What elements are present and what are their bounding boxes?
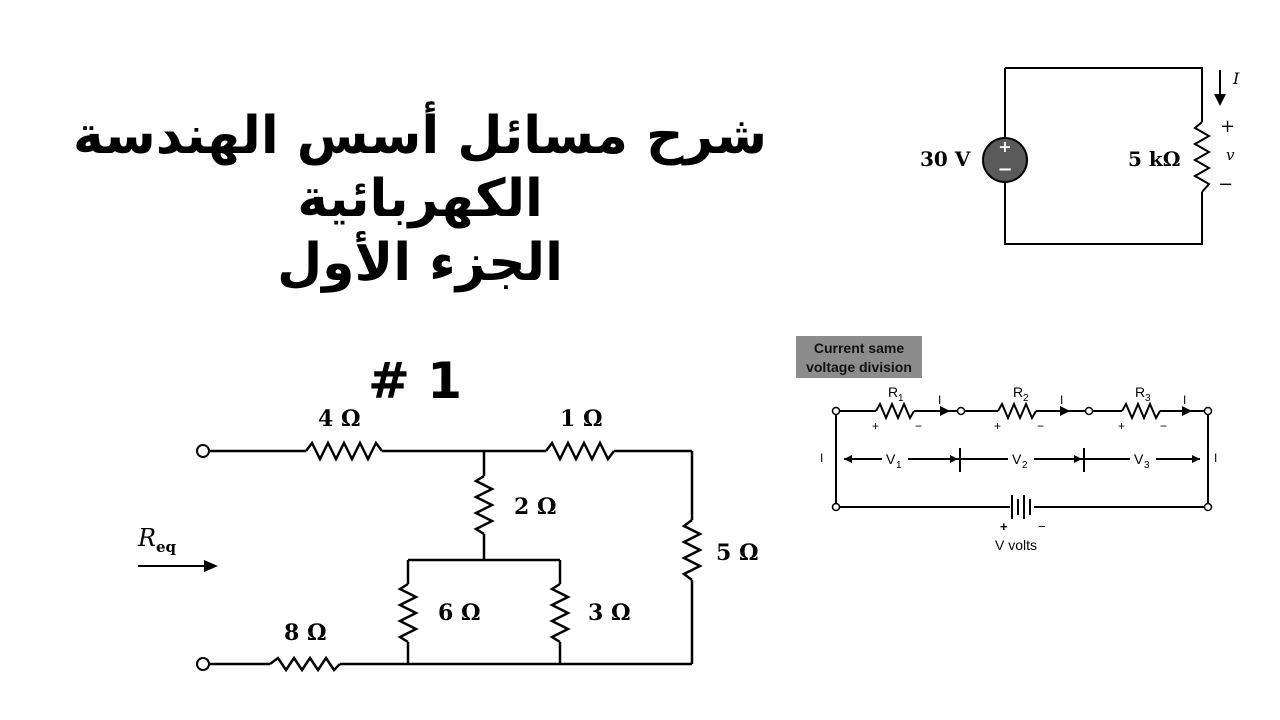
series-labels: R 1 R 2 R 3 I I I I I + − + − + − — [820, 384, 1217, 465]
terminal-top — [196, 444, 210, 458]
r1-minus: − — [915, 419, 922, 433]
req-label: R — [137, 524, 156, 552]
current-label-left: I — [820, 451, 823, 465]
r3-sub: 3 — [1145, 393, 1151, 404]
resistor-3 — [549, 582, 571, 644]
v3-label: V — [1134, 451, 1144, 467]
series-arrows — [844, 406, 1200, 463]
r3-label: R — [1135, 384, 1145, 400]
source-label: 30 V — [920, 147, 971, 171]
simple-resistor — [1192, 121, 1212, 193]
voltage-labels: V 1 V 2 V 3 — [882, 451, 1156, 471]
series-nodes — [831, 406, 1213, 512]
req-indicator: R eq — [137, 524, 218, 572]
current-label: I — [1232, 69, 1240, 88]
r1-label: R — [888, 384, 898, 400]
req-sub: eq — [156, 538, 177, 556]
v-minus: − — [1218, 174, 1233, 195]
part-number: # 1 — [368, 352, 463, 410]
r3-minus: − — [1160, 419, 1167, 433]
v2-label: V — [1012, 451, 1022, 467]
resistor-4 — [305, 440, 383, 462]
label-1-ohm: 1 Ω — [560, 406, 603, 432]
series-caption: Current same voltage division — [796, 336, 922, 378]
resistor-6 — [397, 582, 419, 644]
v2-sub: 2 — [1022, 460, 1028, 471]
r1-sub: 1 — [898, 393, 904, 404]
label-4-ohm: 4 Ω — [318, 406, 361, 432]
current-label-1: I — [938, 393, 941, 407]
label-5-ohm: 5 Ω — [716, 540, 759, 566]
current-label-right: I — [1214, 451, 1217, 465]
title-block: شرح مسائل أسس الهندسة الكهربائية الجزء ا… — [40, 105, 800, 295]
r1-plus: + — [872, 419, 879, 433]
v1-sub: 1 — [896, 460, 902, 471]
current-label-3: I — [1183, 393, 1186, 407]
resistor-label: 5 kΩ — [1128, 147, 1181, 171]
simple-circuit — [1004, 67, 1212, 245]
title-line-1: شرح مسائل أسس الهندسة — [73, 106, 767, 166]
title-line-3: الجزء الأول — [277, 232, 563, 293]
v-plus: + — [1220, 116, 1235, 137]
ladder-circuit — [210, 440, 703, 673]
label-6-ohm: 6 Ω — [438, 600, 481, 626]
v-label: v — [1226, 146, 1235, 164]
battery-label: V volts — [995, 537, 1037, 553]
battery-labels: + − V volts — [995, 519, 1046, 553]
title-line-2: الكهربائية — [297, 169, 543, 230]
current-arrow — [1214, 70, 1226, 106]
ladder-terminals — [196, 444, 210, 671]
ladder-labels: 4 Ω 1 Ω 2 Ω 5 Ω 6 Ω 3 Ω 8 Ω — [284, 406, 759, 646]
r3-plus: + — [1118, 419, 1125, 433]
label-3-ohm: 3 Ω — [588, 600, 631, 626]
battery-minus: − — [1038, 519, 1046, 534]
caption-line-2: voltage division — [806, 359, 912, 375]
v1-label: V — [886, 451, 896, 467]
current-label-2: I — [1060, 393, 1063, 407]
source-minus: − — [997, 159, 1012, 180]
r2-minus: − — [1037, 419, 1044, 433]
r2-sub: 2 — [1023, 393, 1029, 404]
label-2-ohm: 2 Ω — [514, 494, 557, 520]
resistor-8 — [269, 655, 341, 673]
caption-line-1: Current same — [814, 340, 904, 356]
r2-label: R — [1013, 384, 1023, 400]
terminal-bottom — [196, 657, 210, 671]
source-plus: + — [998, 137, 1011, 156]
voltage-source: + − — [982, 137, 1028, 183]
v3-sub: 3 — [1144, 460, 1150, 471]
label-8-ohm: 8 Ω — [284, 620, 327, 646]
resistor-2 — [473, 474, 495, 536]
battery-plus: + — [1000, 519, 1008, 534]
resistor-5 — [681, 519, 703, 581]
r2-plus: + — [994, 419, 1001, 433]
resistor-1 — [545, 440, 615, 462]
